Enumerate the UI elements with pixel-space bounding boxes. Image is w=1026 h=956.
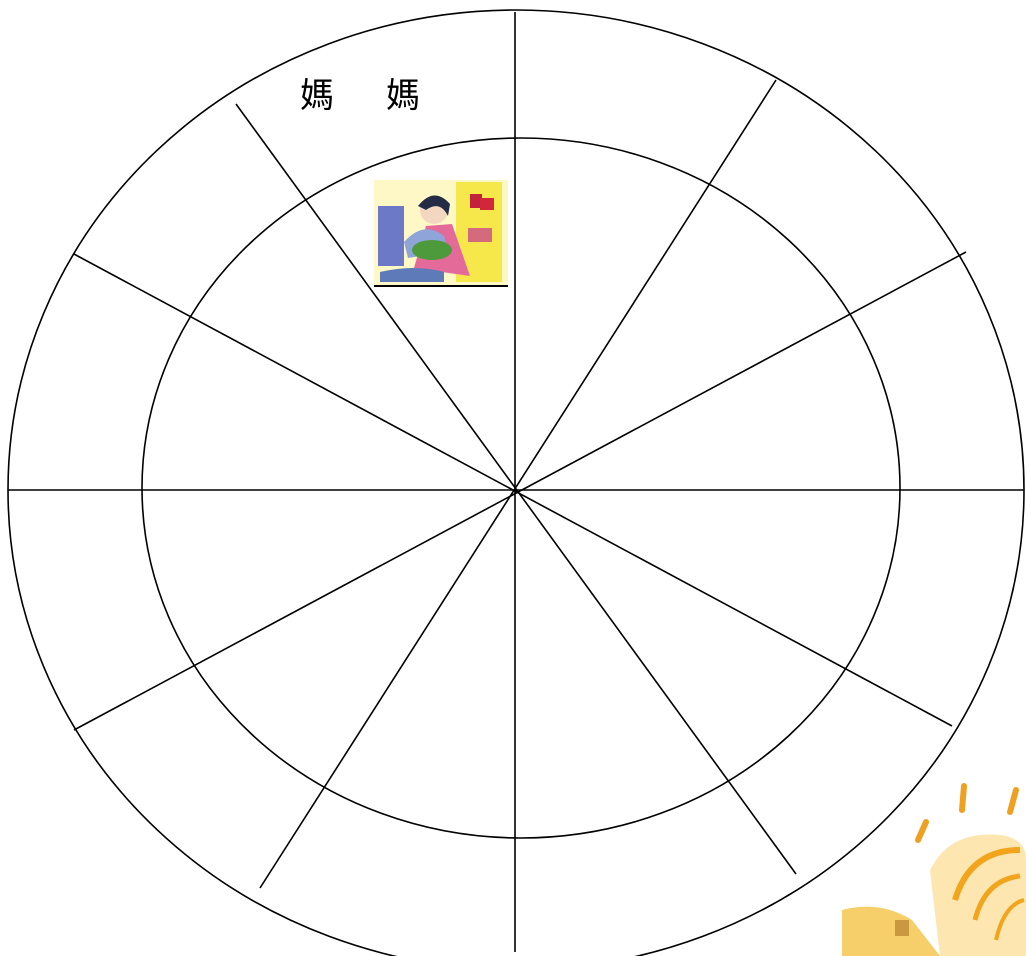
spoke-2 [260, 80, 776, 888]
segment-label-mother: 媽媽 [300, 68, 420, 117]
inner-ring [142, 138, 900, 838]
sun-logo-icon [842, 786, 1026, 956]
mother-cooking-illustration [374, 180, 508, 286]
spoke-4 [74, 252, 966, 730]
outer-ring [8, 10, 1024, 956]
segment-label-char-2: 媽 [386, 68, 420, 117]
spokes [8, 12, 1024, 952]
spoke-1 [236, 104, 796, 874]
segment-label-char-1: 媽 [300, 68, 334, 117]
